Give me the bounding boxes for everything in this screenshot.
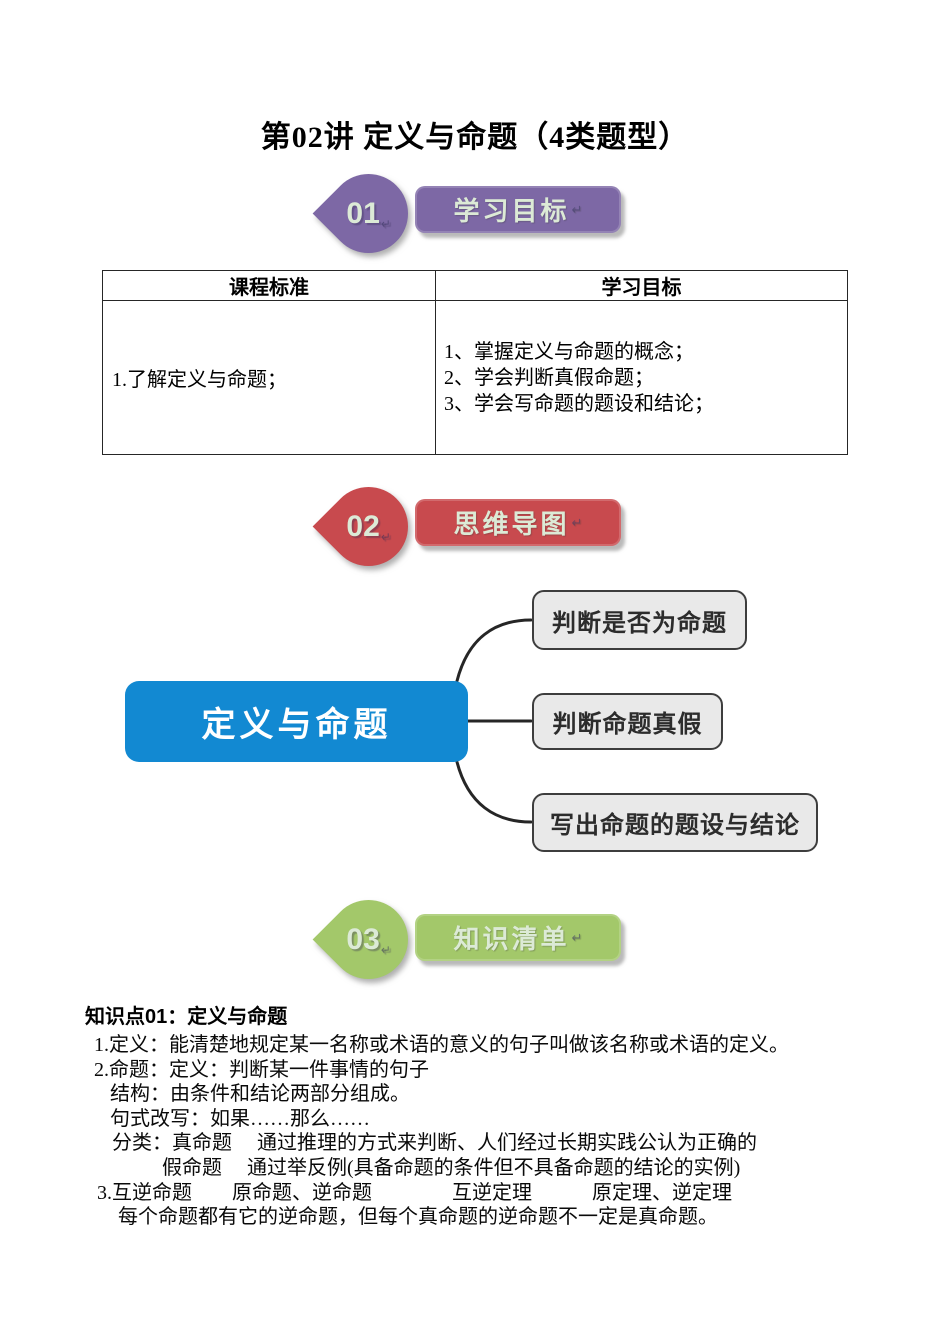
section-01-title-banner: 学习目标 ↵	[415, 186, 621, 233]
mindmap-diagram: 定义与命题 判断是否为命题 判断命题真假 写出命题的题设与结论	[100, 580, 860, 870]
paragraph-return-icon: ↵	[571, 514, 583, 530]
knowledge-line: 1.定义：能清楚地规定某一名称或术语的意义的句子叫做该名称或术语的定义。	[94, 1034, 789, 1056]
section-03-label: 知识清单	[453, 924, 570, 954]
knowledge-line: 每个命题都有它的逆命题，但每个真命题的逆命题不一定是真命题。	[118, 1206, 718, 1229]
mindmap-branch-label: 写出命题的题设与结论	[550, 812, 800, 839]
paragraph-return-icon: ↵	[571, 929, 583, 945]
section-01-label: 学习目标	[453, 196, 570, 226]
section-01-number-badge: 01 ↵	[312, 157, 425, 270]
page-title: 第02讲 定义与命题（4类题型）	[260, 121, 690, 154]
mindmap-root-node: 定义与命题	[125, 681, 468, 762]
section-02-label: 思维导图	[453, 509, 570, 539]
paragraph-return-icon: ↵	[571, 201, 583, 217]
section-01-number: 01	[346, 196, 380, 230]
connector-top	[455, 618, 533, 683]
paragraph-return-icon: ↵	[380, 216, 391, 231]
mindmap-root-label: 定义与命题	[201, 706, 392, 744]
knowledge-line: 句式改写：如果……那么……	[110, 1107, 370, 1130]
paragraph-return-icon: ↵	[380, 942, 391, 957]
table-header-goal: 学习目标	[435, 270, 848, 301]
knowledge-content: 1.定义：能清楚地规定某一名称或术语的意义的句子叫做该名称或术语的定义。 2.命…	[0, 1033, 950, 1230]
connector-bottom	[455, 760, 533, 824]
knowledge-line: 分类：真命题 通过推理的方式来判断、人们经过长期实践公认为正确的	[112, 1132, 757, 1155]
section-03-title-banner: 知识清单 ↵	[415, 914, 621, 961]
table-cell-standard: 1.了解定义与命题；	[102, 300, 436, 455]
table-header-standard: 课程标准	[102, 270, 436, 301]
section-03-number-badge: 03 ↵	[312, 883, 425, 996]
knowledge-line: 3.互逆命题 原命题、逆命题 互逆定理 原定理、逆定理	[97, 1181, 732, 1204]
knowledge-line: 2.命题：定义：判断某一件事情的句子	[94, 1058, 429, 1081]
mindmap-branch-label: 判断是否为命题	[552, 609, 727, 637]
mindmap-branch-label: 判断命题真假	[552, 711, 703, 738]
goal-line: 1、掌握定义与命题的概念；	[444, 340, 694, 363]
section-02-title-banner: 思维导图 ↵	[415, 499, 621, 546]
knowledge-line: 结构：由条件和结论两部分组成。	[110, 1083, 410, 1106]
mindmap-branch-node: 写出命题的题设与结论	[532, 793, 818, 852]
mindmap-branch-node: 判断是否为命题	[532, 590, 747, 650]
goal-line: 2、学会判断真假命题；	[444, 366, 654, 389]
mindmap-connector-lines	[455, 618, 533, 824]
paragraph-return-icon: ↵	[380, 529, 391, 544]
mindmap-branch-node: 判断命题真假	[532, 693, 723, 750]
section-02-number-badge: 02 ↵	[312, 470, 425, 583]
knowledge-point-heading: 知识点01：定义与命题	[85, 1006, 288, 1028]
section-03-number: 03	[346, 922, 380, 956]
table-row: 1.了解定义与命题； 1、掌握定义与命题的概念； 2、学会判断真假命题； 3、学…	[102, 300, 848, 455]
table-cell-goals: 1、掌握定义与命题的概念； 2、学会判断真假命题； 3、学会写命题的题设和结论；	[435, 300, 848, 455]
knowledge-line: 假命题 通过举反例(具备命题的条件但不具备命题的结论的实例)	[162, 1156, 741, 1179]
table-header-row: 课程标准 学习目标	[102, 270, 848, 301]
section-02-number: 02	[346, 509, 380, 543]
objectives-table: 课程标准 学习目标 1.了解定义与命题； 1、掌握定义与命题的概念； 2、学会判…	[102, 270, 848, 455]
goal-line: 3、学会写命题的题设和结论；	[444, 392, 714, 415]
